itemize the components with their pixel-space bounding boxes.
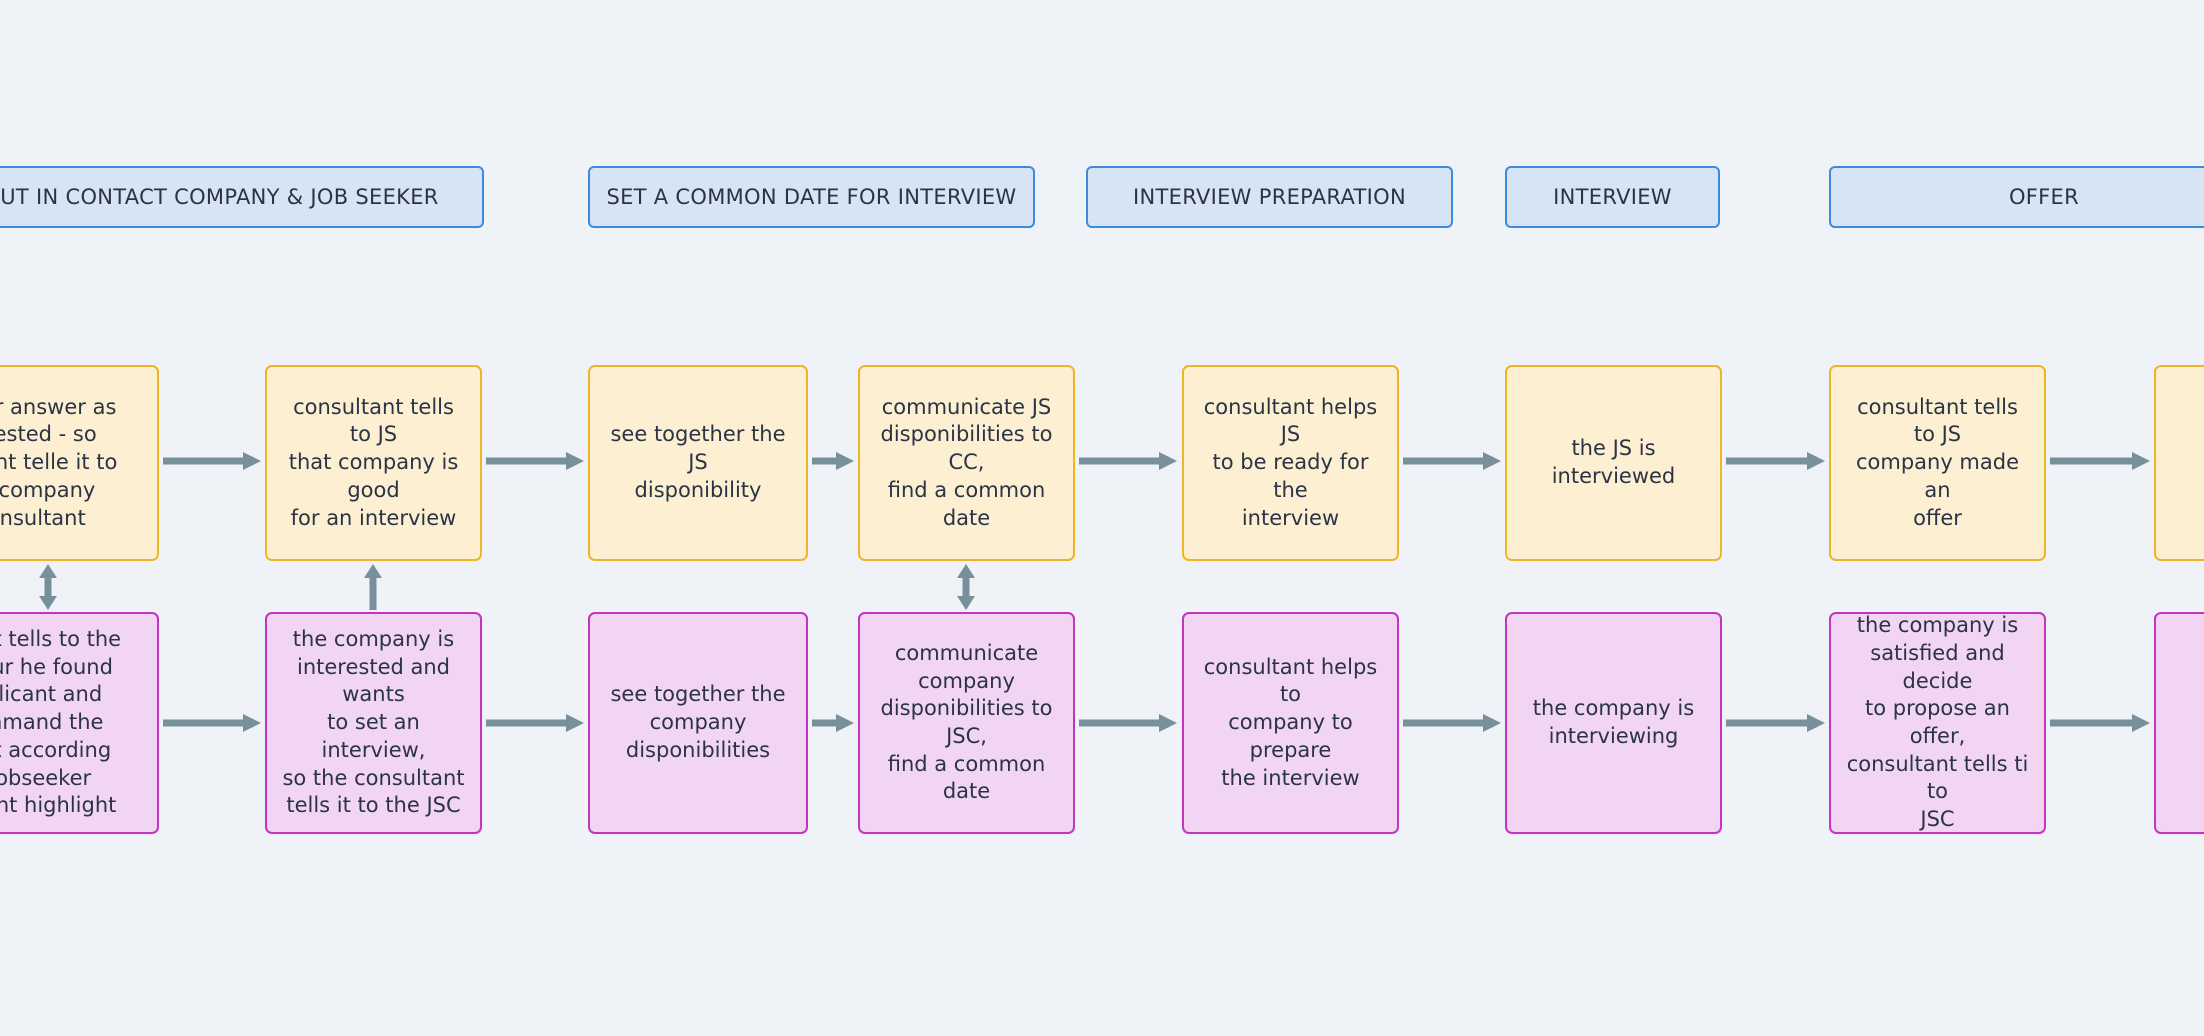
phase-label: INTERVIEW PREPARATION xyxy=(1133,185,1406,209)
phase-header-interview[interactable]: INTERVIEW xyxy=(1505,166,1720,228)
connector-up-lane-2 xyxy=(360,564,386,610)
process-node-js-step-5[interactable]: consultant helps JS to be ready for the … xyxy=(1182,365,1399,561)
arrow-right-cc-3-4 xyxy=(812,710,854,736)
node-label: eeker answer as terested - so sutlant te… xyxy=(0,394,118,530)
phase-header-put-in-contact[interactable]: PUT IN CONTACT COMPANY & JOB SEEKER xyxy=(0,166,484,228)
arrow-right-js-1-2 xyxy=(163,448,261,474)
arrow-right-js-4-5 xyxy=(1079,448,1177,474)
process-node-cc-step-1[interactable]: ultant tells to the ruteur he found appl… xyxy=(0,612,159,834)
connector-bidirectional-lane-3 xyxy=(953,564,979,610)
node-label: the company is interested and wants to s… xyxy=(282,626,465,818)
process-node-js-step-7[interactable]: consultant tells to JS company made an o… xyxy=(1829,365,2046,561)
node-label: the company is satisfied and decide to p… xyxy=(1846,613,2029,832)
arrow-right-cc-7-8 xyxy=(2050,710,2150,736)
process-node-cc-step-7[interactable]: the company is satisfied and decide to p… xyxy=(1829,612,2046,834)
arrow-right-js-6-7 xyxy=(1726,448,1825,474)
phase-header-offer[interactable]: OFFER xyxy=(1829,166,2204,228)
phase-label: INTERVIEW xyxy=(1553,185,1672,209)
node-label: see together the JS disponibility xyxy=(610,422,786,502)
connector-bidirectional-lane-1 xyxy=(35,564,61,610)
phase-header-interview-preparation[interactable]: INTERVIEW PREPARATION xyxy=(1086,166,1453,228)
node-label: consultant tells to JS that company is g… xyxy=(288,394,459,530)
process-node-js-step-6[interactable]: the JS is interviewed xyxy=(1505,365,1722,561)
phase-label: PUT IN CONTACT COMPANY & JOB SEEKER xyxy=(0,185,439,209)
arrow-right-cc-2-3 xyxy=(486,710,584,736)
node-label: consultant tells to JS company made an o… xyxy=(1855,394,2020,530)
process-node-cc-step-6[interactable]: the company is interviewing xyxy=(1505,612,1722,834)
arrow-right-cc-4-5 xyxy=(1079,710,1177,736)
node-label: see together the company disponibilities xyxy=(610,682,786,762)
arrow-right-js-3-4 xyxy=(812,448,854,474)
node-label: the JS is interviewed xyxy=(1551,436,1676,488)
process-node-cc-step-3[interactable]: see together the company disponibilities xyxy=(588,612,808,834)
node-label: communicate company disponibilities to J… xyxy=(880,640,1053,804)
node-label: ultant tells to the ruteur he found appl… xyxy=(0,626,122,818)
arrow-right-js-5-6 xyxy=(1403,448,1501,474)
process-node-cc-step-5[interactable]: consultant helps to company to prepare t… xyxy=(1182,612,1399,834)
arrow-right-cc-5-6 xyxy=(1403,710,1501,736)
phase-label: SET A COMMON DATE FOR INTERVIEW xyxy=(606,185,1017,209)
arrow-right-js-2-3 xyxy=(486,448,584,474)
process-node-cc-step-2[interactable]: the company is interested and wants to s… xyxy=(265,612,482,834)
node-label: the company is interviewing xyxy=(1532,696,1695,748)
node-label: consultant helps to company to prepare t… xyxy=(1203,654,1378,790)
arrow-right-js-7-8 xyxy=(2050,448,2150,474)
phase-header-set-common-date[interactable]: SET A COMMON DATE FOR INTERVIEW xyxy=(588,166,1035,228)
process-node-js-step-3[interactable]: see together the JS disponibility xyxy=(588,365,808,561)
process-node-cc-step-4[interactable]: communicate company disponibilities to J… xyxy=(858,612,1075,834)
process-node-js-step-4[interactable]: communicate JS disponibilities to CC, fi… xyxy=(858,365,1075,561)
process-node-js-step-2[interactable]: consultant tells to JS that company is g… xyxy=(265,365,482,561)
node-label: communicate JS disponibilities to CC, fi… xyxy=(880,394,1053,530)
process-node-js-step-1[interactable]: eeker answer as terested - so sutlant te… xyxy=(0,365,159,561)
process-node-js-step-8[interactable]: JS xyxy=(2154,365,2204,561)
phase-label: OFFER xyxy=(2008,185,2080,209)
node-label: consultant helps JS to be ready for the … xyxy=(1203,394,1378,530)
arrow-right-cc-1-2 xyxy=(163,710,261,736)
arrow-right-cc-6-7 xyxy=(1726,710,1825,736)
process-node-cc-step-8[interactable]: cons co ha xyxy=(2154,612,2204,834)
